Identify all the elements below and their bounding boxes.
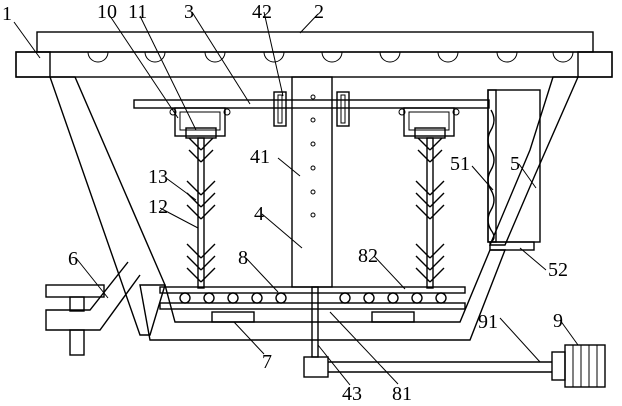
right-rod [415,137,445,289]
label-43: 43 [342,383,362,405]
label-11: 11 [128,1,147,23]
label-8: 8 [238,247,248,269]
label-82: 82 [358,245,378,267]
label-3: 3 [184,1,194,23]
label-91: 91 [478,311,498,333]
side-tank [487,89,541,251]
right-bracket [398,107,460,139]
lid [36,31,594,53]
tank-outlet [489,241,535,251]
top-flange [15,51,613,78]
label-2: 2 [314,1,324,23]
label-13: 13 [148,166,168,188]
label-5: 5 [510,153,520,175]
label-1: 1 [2,3,12,25]
left-rod [186,137,216,289]
ball-bearings [179,292,447,304]
leg [45,261,141,356]
label-81: 81 [392,383,412,405]
label-4: 4 [254,203,264,225]
base-block-right [371,311,415,323]
label-10: 10 [97,1,117,23]
left-bracket [169,107,231,139]
belt [328,361,552,373]
label-7: 7 [262,351,272,373]
label-41: 41 [250,146,270,168]
leader-lines [13,11,579,386]
central-shaft [273,76,350,378]
tank-wave [487,109,495,243]
label-51: 51 [450,153,470,175]
base-block-left [211,311,255,323]
label-52: 52 [548,259,568,281]
shaft-bearing [303,356,329,378]
motor [551,344,606,388]
label-42: 42 [252,1,272,23]
label-6: 6 [68,248,78,270]
crossbar [133,99,490,109]
labels: 1 2 10 11 3 42 13 12 41 4 51 5 52 6 8 82… [2,1,568,405]
plate [159,286,466,310]
shaft-holes [310,94,316,218]
label-12: 12 [148,196,168,218]
label-9: 9 [553,310,563,332]
housing-walls [49,76,580,341]
